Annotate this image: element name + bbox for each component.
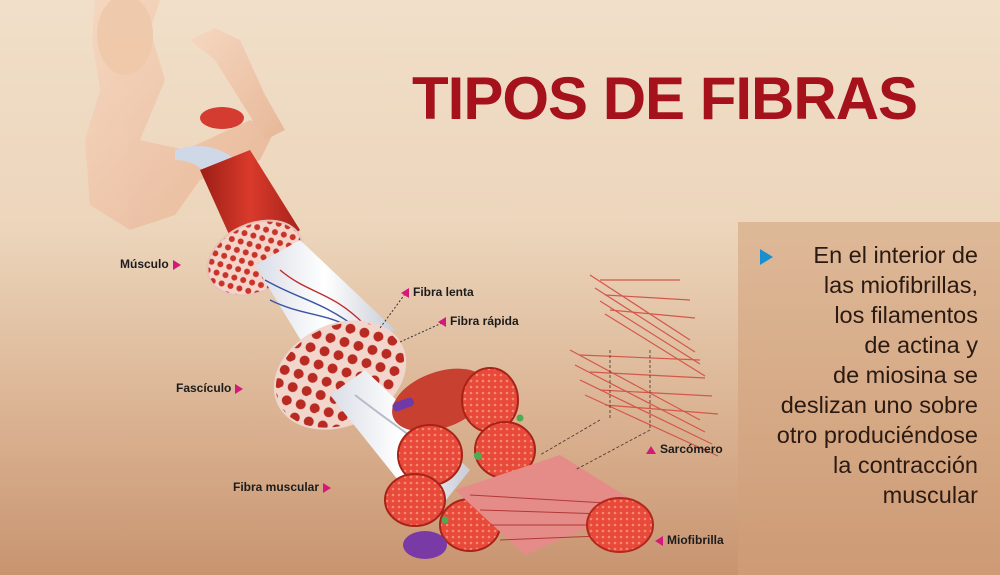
label-text: Fibra muscular	[233, 480, 320, 494]
pointer-left-icon	[401, 287, 409, 298]
label-fibra-lenta: Fibra lenta	[401, 285, 474, 299]
label-musculo: Músculo	[120, 257, 181, 271]
info-text: En el interior de las miofibrillas, los …	[738, 240, 978, 510]
pointer-left-icon	[655, 535, 663, 546]
label-text: Fascículo	[176, 381, 232, 395]
label-fasciculo: Fascículo	[176, 381, 244, 395]
label-text: Fibra rápida	[450, 314, 519, 328]
info-line: los filamentos	[834, 302, 978, 328]
label-miofibrilla: Miofibrilla	[655, 533, 724, 547]
muscle-fiber	[330, 367, 536, 559]
label-fibra-muscular: Fibra muscular	[233, 480, 332, 494]
bullet-arrow-icon	[760, 249, 773, 265]
pointer-up-icon	[646, 445, 656, 454]
sarcomere-lattice	[569, 274, 719, 457]
pointer-left-icon	[438, 316, 446, 327]
info-line: de actina y	[864, 332, 978, 358]
info-line: muscular	[882, 482, 978, 508]
sarcomere-guides	[539, 350, 651, 471]
label-sarcomero: Sarcómero	[646, 442, 723, 456]
page-title: TIPOS DE FIBRAS	[412, 65, 918, 132]
info-line: otro produciéndose	[776, 422, 978, 448]
info-line: la contracción	[833, 452, 978, 478]
label-text: Miofibrilla	[667, 533, 724, 547]
label-text: Músculo	[120, 257, 169, 271]
fiber-type-leaders	[379, 293, 443, 343]
pointer-right-icon	[235, 383, 244, 394]
info-line: las miofibrillas,	[823, 272, 978, 298]
label-text: Sarcómero	[660, 442, 723, 456]
human-figure	[85, 0, 285, 230]
myofibril	[455, 455, 654, 555]
label-fibra-rapida: Fibra rápida	[438, 314, 519, 328]
pointer-right-icon	[172, 259, 181, 270]
pointer-right-icon	[323, 482, 332, 493]
info-line: de miosina se	[833, 362, 978, 388]
label-text: Fibra lenta	[413, 285, 474, 299]
info-line: En el interior de	[813, 242, 978, 268]
info-line: deslizan uno sobre	[780, 392, 978, 418]
info-panel	[738, 222, 1000, 575]
